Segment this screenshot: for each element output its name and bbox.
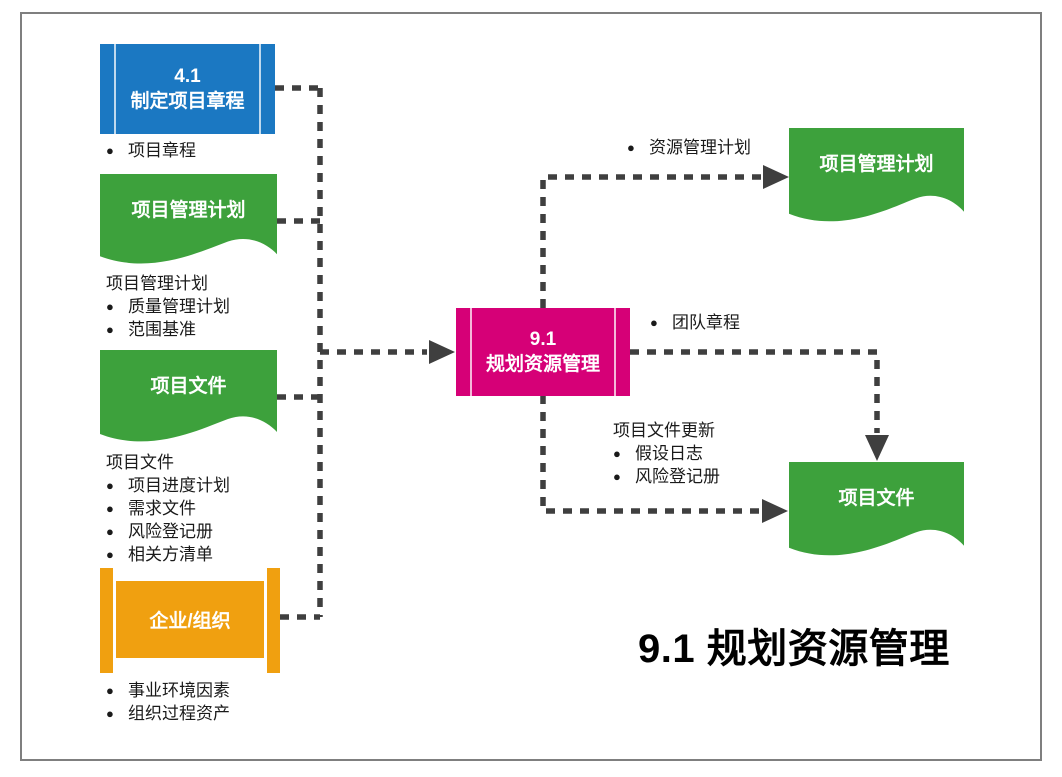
bullet-icon: ●	[106, 322, 114, 337]
doc-shape-project-docs-output: 项目文件	[789, 462, 964, 559]
process-box-plan-resource-management: 9.1 规划资源管理	[456, 308, 630, 396]
doc-shape-pm-plan-output: 项目管理计划	[789, 128, 964, 225]
bullet-icon: ●	[613, 446, 621, 461]
bullet-icon: ●	[106, 299, 114, 314]
note-item: ● 项目章程	[106, 139, 196, 162]
bullet-icon: ●	[627, 140, 635, 155]
note-text: 假设日志	[635, 444, 703, 463]
note-text: 项目文件更新	[613, 421, 715, 440]
pm-plan-input-notes: 项目管理计划 ● 质量管理计划 ● 范围基准	[106, 272, 230, 341]
note-text: 项目章程	[128, 141, 196, 160]
note-text: 项目管理计划	[106, 274, 208, 293]
bullet-icon: ●	[650, 315, 658, 330]
wave-shape-icon	[100, 350, 277, 442]
note-text: 组织过程资产	[128, 704, 230, 723]
note-text: 事业环境因素	[128, 681, 230, 700]
bullet-icon: ●	[106, 524, 114, 539]
enterprise-org-title: 企业/组织	[116, 581, 264, 658]
note-text: 相关方清单	[128, 545, 213, 564]
doc-title: 项目文件	[838, 488, 915, 509]
note-item: ● 相关方清单	[106, 543, 230, 566]
process-name: 制定项目章程	[130, 91, 245, 112]
note-text: 团队章程	[672, 313, 740, 332]
note-text: 范围基准	[128, 320, 196, 339]
note-item: ● 项目进度计划	[106, 474, 230, 497]
bullet-icon: ●	[106, 683, 114, 698]
process-box-develop-charter: 4.1 制定项目章程	[100, 44, 275, 134]
note-text: 资源管理计划	[649, 138, 751, 157]
doc-title: 项目文件	[150, 376, 227, 397]
note-item: ● 资源管理计划	[627, 136, 751, 159]
doc-title: 项目管理计划	[819, 154, 934, 175]
note-item: ● 范围基准	[106, 318, 230, 341]
note-header: 项目文件	[106, 451, 230, 474]
accent-line	[614, 308, 616, 396]
bullet-icon: ●	[106, 501, 114, 516]
bullet-icon: ●	[106, 547, 114, 562]
project-docs-input-notes: 项目文件 ● 项目进度计划 ● 需求文件 ● 风险登记册 ● 相关方清单	[106, 451, 230, 566]
wave-shape-icon	[789, 128, 964, 222]
resource-mgmt-plan-note: ● 资源管理计划	[627, 136, 751, 159]
note-item: ● 风险登记册	[613, 465, 720, 488]
note-text: 风险登记册	[635, 467, 720, 486]
note-header: 项目管理计划	[106, 272, 230, 295]
bullet-icon: ●	[106, 143, 114, 158]
note-item: ● 假设日志	[613, 442, 720, 465]
process-code: 4.1	[174, 66, 201, 87]
process-code: 9.1	[529, 329, 557, 350]
project-docs-update-notes: 项目文件更新 ● 假设日志 ● 风险登记册	[613, 419, 720, 488]
note-item: ● 需求文件	[106, 497, 230, 520]
diagram-border	[20, 12, 1042, 761]
page-title: 9.1 规划资源管理	[638, 627, 950, 671]
bullet-icon: ●	[106, 706, 114, 721]
bullet-icon: ●	[613, 469, 621, 484]
bullet-icon: ●	[106, 478, 114, 493]
note-text: 需求文件	[128, 499, 196, 518]
wave-shape-icon	[100, 174, 277, 264]
enterprise-org-notes: ● 事业环境因素 ● 组织过程资产	[106, 679, 230, 725]
doc-shape-pm-plan-input: 项目管理计划	[100, 174, 277, 267]
accent-line	[470, 308, 472, 396]
charter-output-notes: ● 项目章程	[106, 139, 196, 162]
note-item: ● 风险登记册	[106, 520, 230, 543]
note-item: ● 团队章程	[650, 311, 740, 334]
accent-line	[114, 44, 116, 134]
note-text: 项目文件	[106, 453, 174, 472]
process-name: 规划资源管理	[485, 354, 600, 375]
note-item: ● 质量管理计划	[106, 295, 230, 318]
tablet-bar-icon	[267, 568, 280, 673]
accent-line	[259, 44, 261, 134]
note-text: 项目进度计划	[128, 476, 230, 495]
doc-title: 项目管理计划	[131, 200, 246, 221]
note-text: 质量管理计划	[128, 297, 230, 316]
note-header: 项目文件更新	[613, 419, 720, 442]
team-charter-note: ● 团队章程	[650, 311, 740, 334]
note-item: ● 组织过程资产	[106, 702, 230, 725]
tablet-bar-icon	[100, 568, 113, 673]
doc-shape-project-docs-input: 项目文件	[100, 350, 277, 445]
wave-shape-icon	[789, 462, 964, 556]
note-text: 风险登记册	[128, 522, 213, 541]
note-item: ● 事业环境因素	[106, 679, 230, 702]
enterprise-org-shape: 企业/组织	[100, 568, 280, 673]
